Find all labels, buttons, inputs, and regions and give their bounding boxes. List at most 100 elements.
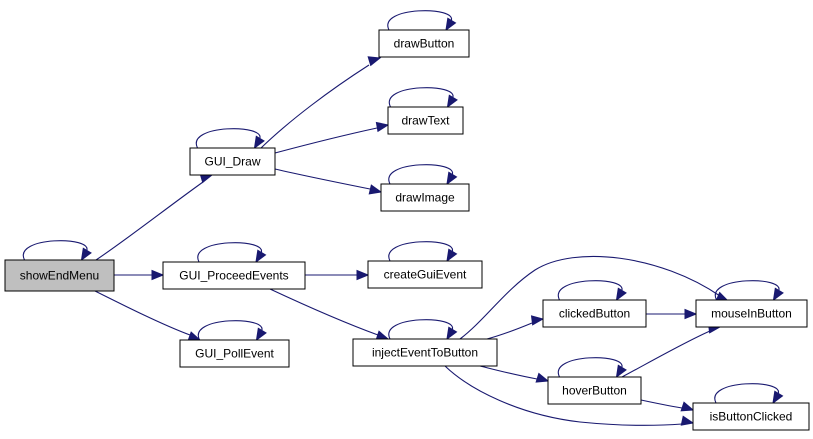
arrowhead-icon [535,372,550,383]
edge-line [269,288,379,336]
node-showEndMenu[interactable]: showEndMenu [4,259,115,292]
edge-drawImage-to-drawImage [388,164,458,186]
edge-showEndMenu-to-showEndMenu [22,240,92,262]
arrowhead-icon [80,247,92,262]
arrowhead-icon [255,249,267,264]
edge-line [388,164,453,185]
edge-line [714,383,779,404]
edge-line [388,319,453,340]
edge-line [274,168,371,190]
edge-clickedButton-to-clickedButton [557,280,627,302]
node-label: hoverButton [562,384,627,398]
edge-line [388,241,453,262]
arrowhead-icon [615,287,627,302]
edge-line [388,87,454,108]
arrowhead-icon [356,269,370,281]
arrowhead-icon [151,269,165,281]
node-label: clickedButton [559,307,630,321]
edge-line [486,322,533,340]
arrowhead-icon [680,415,695,426]
node-label: injectEventToButton [372,346,478,360]
edge-line [557,357,623,378]
edge-showEndMenu-to-GUI_ProceedEvents [114,269,165,281]
edge-line [197,320,263,341]
node-label: GUI_ProceedEvents [179,269,288,283]
node-GUI_Draw[interactable]: GUI_Draw [189,147,276,176]
node-label: drawImage [395,191,455,205]
edge-line [22,240,88,261]
node-drawButton[interactable]: drawButton [378,29,470,58]
node-mouseInButton[interactable]: mouseInButton [695,299,808,328]
edge-line [387,10,452,31]
node-label: isButtonClicked [710,410,793,424]
node-box [542,299,647,328]
node-GUI_ProceedEvents[interactable]: GUI_ProceedEvents [162,261,306,290]
arrowhead-icon [368,184,383,195]
arrowhead-icon [375,121,390,133]
arrowhead-icon [446,94,458,109]
edge-GUI_Draw-to-GUI_Draw [195,128,265,150]
arrowhead-icon [684,308,698,320]
edge-clickedButton-to-mouseInButton [646,308,698,320]
node-box [189,147,276,176]
arrowhead-icon [615,364,627,379]
node-label: GUI_Draw [204,155,260,169]
edge-layer [22,10,784,426]
edge-createGuiEvent-to-createGuiEvent [388,241,458,263]
edge-GUI_Draw-to-drawText [274,121,390,154]
edge-injectEventToButton-to-isButtonClicked [444,365,695,426]
arrowhead-icon [445,17,457,32]
edge-hoverButton-to-hoverButton [557,357,627,379]
edge-GUI_Draw-to-drawButton [260,56,382,149]
node-injectEventToButton[interactable]: injectEventToButton [352,338,498,367]
edge-GUI_PollEvent-to-GUI_PollEvent [197,320,267,342]
node-box [692,402,810,431]
edge-GUI_ProceedEvents-to-createGuiEvent [305,269,370,281]
node-box [387,106,464,135]
arrowhead-icon [367,56,382,67]
node-createGuiEvent[interactable]: createGuiEvent [367,260,483,289]
node-label: drawText [401,114,450,128]
node-hoverButton[interactable]: hoverButton [547,376,642,405]
arrowhead-icon [446,326,458,341]
node-drawText[interactable]: drawText [387,106,464,135]
arrowhead-icon [680,401,695,412]
edge-line [260,64,370,149]
edge-line [94,290,191,336]
node-box [695,299,808,328]
node-layer: showEndMenu GUI_DrawGUI_ProceedEventsGUI_… [4,29,810,431]
edge-line [195,128,261,149]
arrowhead-icon [772,390,784,405]
node-box [162,261,306,290]
arrowhead-icon [446,248,458,263]
node-box [378,29,470,58]
node-label: createGuiEvent [384,268,467,282]
node-drawImage[interactable]: drawImage [380,183,470,212]
node-clickedButton[interactable]: clickedButton [542,299,647,328]
node-GUI_PollEvent[interactable]: GUI_PollEvent [179,339,290,368]
edge-mouseInButton-to-mouseInButton [714,280,784,302]
node-box [367,260,483,289]
edge-hoverButton-to-isButtonClicked [640,399,695,412]
arrowhead-icon [255,327,267,342]
arrowhead-icon [446,171,458,186]
node-label: mouseInButton [711,307,792,321]
node-box [352,338,498,367]
edge-line [640,399,683,409]
edge-isButtonClicked-to-isButtonClicked [714,383,784,405]
edge-injectEventToButton-to-hoverButton [479,365,550,383]
edge-GUI_Draw-to-drawImage [274,168,383,195]
edge-line [621,330,711,378]
edge-line [197,242,262,263]
edge-drawText-to-drawText [388,87,458,109]
node-label: GUI_PollEvent [195,347,274,361]
edge-showEndMenu-to-GUI_Draw [95,173,214,261]
edge-line [479,365,538,380]
edge-GUI_ProceedEvents-to-GUI_ProceedEvents [197,242,267,264]
edge-showEndMenu-to-GUI_PollEvent [94,290,202,342]
edge-hoverButton-to-mouseInButton [621,323,722,378]
node-isButtonClicked[interactable]: isButtonClicked [692,402,810,431]
node-label: drawButton [394,37,455,51]
edge-line [274,127,378,154]
